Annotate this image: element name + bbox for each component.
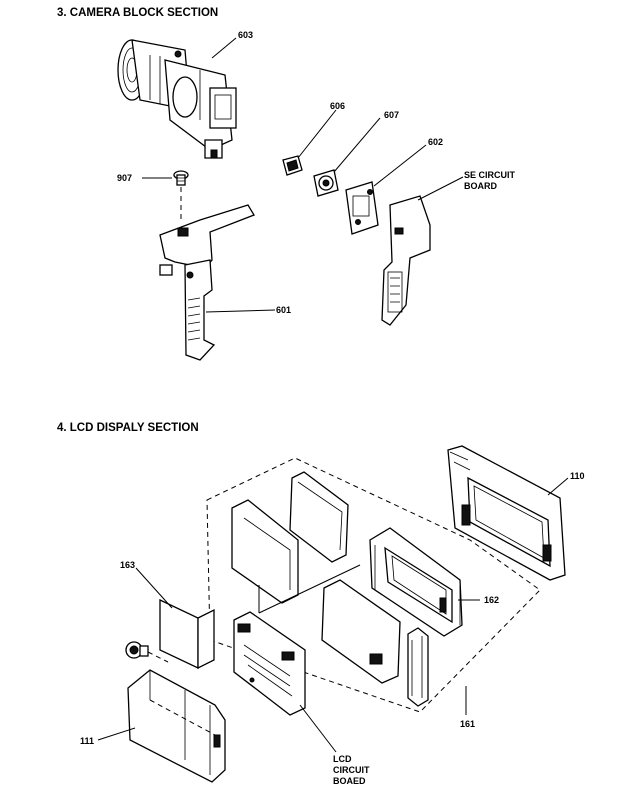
part-603-lens-block [117, 39, 237, 159]
part-lcd-backlight-frame [231, 471, 349, 604]
label-se-board-line2: BOARD [464, 181, 497, 191]
leader-603 [211, 37, 237, 59]
label-111: 111 [80, 736, 94, 746]
leader-111 [97, 727, 136, 741]
leader-602 [373, 144, 427, 187]
part-lcd-sheet [321, 579, 429, 707]
leader-163 [135, 567, 173, 609]
part-lcd-circuit-board [233, 611, 306, 716]
connector-guide [147, 651, 169, 663]
part-se-circuit-board [381, 195, 431, 326]
leader-607 [333, 117, 381, 173]
part-907-screw [173, 170, 189, 186]
guide-line-2 [258, 564, 361, 614]
part-162-lcd-panel [369, 527, 463, 637]
label-161: 161 [460, 719, 475, 729]
lcd-section-title: 4. LCD DISPALY SECTION [57, 422, 199, 434]
leader-110 [547, 477, 569, 496]
part-601-bracket [159, 204, 255, 361]
label-602: 602 [428, 137, 443, 147]
label-110: 110 [570, 471, 585, 481]
part-606 [282, 155, 303, 176]
label-907: 907 [117, 173, 132, 183]
part-111-cover [127, 669, 226, 783]
part-602 [345, 181, 379, 235]
label-163: 163 [120, 560, 135, 570]
label-lcd-board-line1: LCD [333, 754, 352, 764]
leader-se-board [417, 176, 464, 201]
part-connector [125, 641, 149, 659]
leader-lcd-board [299, 704, 337, 753]
label-lcd-board-line3: BOAED [333, 776, 366, 786]
part-110-housing [447, 445, 566, 581]
part-607 [313, 169, 339, 197]
leader-606 [297, 109, 337, 159]
label-606: 606 [330, 101, 345, 111]
label-lcd-board-line2: CIRCUIT [333, 765, 370, 775]
leader-601 [205, 309, 276, 313]
label-607: 607 [384, 110, 399, 120]
camera-section-title: 3. CAMERA BLOCK SECTION [57, 7, 218, 19]
label-603: 603 [238, 30, 253, 40]
label-se-board-line1: SE CIRCUIT [464, 170, 516, 180]
label-162: 162 [484, 595, 499, 605]
label-601: 601 [276, 305, 291, 315]
part-163-sheet [159, 598, 215, 670]
